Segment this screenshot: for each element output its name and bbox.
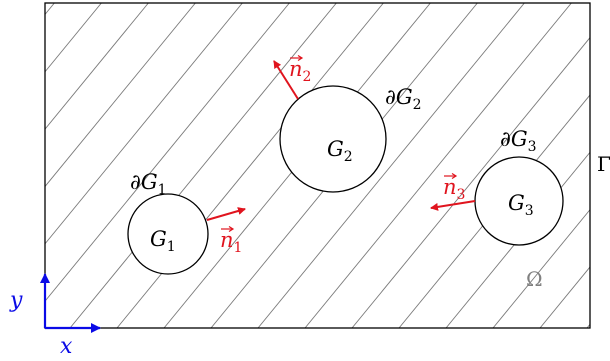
normal-arrow-n2 [273, 60, 299, 100]
normal-label-n3: n3 [443, 172, 465, 203]
normal-label-n1: n1 [220, 225, 242, 256]
hatch-line [445, 151, 590, 328]
inclusion-circle-g1 [127, 193, 209, 275]
region-label-g3: G3 [508, 191, 534, 219]
boundary-label-g3: ∂G3 [500, 127, 537, 155]
hatch-line [492, 208, 590, 328]
boundary-label-g2: ∂G2 [385, 85, 422, 113]
hatch-line [45, 3, 243, 245]
hatch-line [45, 3, 149, 130]
hatch-line [257, 3, 525, 328]
svg-text:n1: n1 [220, 228, 242, 256]
normal-arrow-n3 [430, 200, 476, 211]
gamma-label: Γ [597, 152, 610, 176]
hatch-line [45, 3, 196, 188]
y-axis-label: y [9, 288, 23, 313]
region-label-g1: G1 [150, 227, 176, 255]
svg-text:n2: n2 [289, 57, 311, 85]
hatch-line [0, 3, 7, 328]
normal-label-n2: n2 [289, 54, 311, 85]
svg-text:n3: n3 [443, 175, 465, 203]
normal-arrow-n1 [206, 207, 246, 221]
boundary-label-g1: ∂G1 [130, 170, 167, 198]
hatch-line [45, 3, 55, 16]
hatch-line [45, 3, 290, 302]
inclusion-circle-g2 [279, 85, 387, 193]
omega-label: Ω [526, 267, 543, 291]
hatch-line [69, 3, 337, 328]
hatch-line [304, 3, 572, 328]
region-label-g2: G2 [327, 137, 353, 165]
hatch-line [45, 3, 102, 73]
domain-boundary-rect [44, 2, 591, 329]
hatch-line [539, 266, 590, 328]
x-axis-label: x [60, 334, 73, 359]
hatch-line [351, 36, 590, 328]
